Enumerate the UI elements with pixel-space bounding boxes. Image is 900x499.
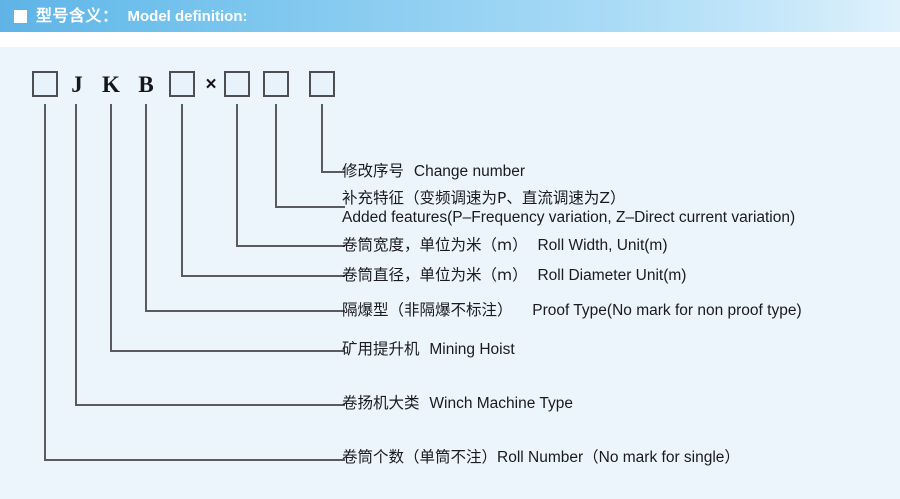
empty-box-icon	[263, 71, 289, 97]
code-letter-b: B	[133, 70, 159, 98]
legend-en: Winch Machine Type	[429, 395, 573, 412]
empty-box-icon	[309, 71, 335, 97]
legend-item-mining-hoist: 矿用提升机 Mining Hoist	[342, 340, 515, 359]
section-header-bar: 型号含义： Model definition:	[0, 0, 900, 32]
legend-text-roll-width: 卷筒宽度，单位为米（m） Roll Width, Unit(m)	[342, 236, 668, 255]
legend-text-change-number: 修改序号 Change number	[342, 162, 525, 181]
legend-en: Roll Diameter Unit(m)	[537, 267, 687, 284]
legend-cn: 卷筒直径，单位为米（m）	[342, 266, 528, 284]
multiply-icon: ×	[205, 73, 217, 95]
legend-text-added-features: 补充特征（变频调速为P、直流调速为Z）	[342, 189, 795, 208]
legend-cn: 卷扬机大类	[342, 394, 420, 412]
legend-cn: 卷筒个数（单筒不注）	[342, 448, 498, 466]
code-letter-text: B	[138, 71, 154, 97]
legend-en: Change number	[413, 163, 526, 180]
legend-en: Roll Width, Unit(m)	[537, 237, 668, 254]
legend-cn: 卷筒宽度，单位为米（m）	[342, 236, 528, 254]
legend-item-added-features: 补充特征（变频调速为P、直流调速为Z） Added features(P–Fre…	[342, 189, 795, 227]
header-content: 型号含义： Model definition:	[14, 0, 248, 32]
code-multiply-sign: ×	[200, 70, 222, 98]
legend-text-roll-diameter: 卷筒直径，单位为米（m） Roll Diameter Unit(m)	[342, 266, 686, 285]
legend-item-roll-diameter: 卷筒直径，单位为米（m） Roll Diameter Unit(m)	[342, 266, 686, 285]
legend-en: Roll Number（No mark for single）	[497, 449, 740, 466]
legend-item-winch-machine-type: 卷扬机大类 Winch Machine Type	[342, 394, 573, 413]
square-bullet-icon	[14, 9, 27, 23]
legend-en: Proof Type(No mark for non proof type)	[532, 302, 802, 319]
code-box-roll-number	[31, 70, 59, 98]
header-title-en: Model definition:	[127, 7, 248, 25]
legend-cn: 隔爆型（非隔爆不标注）	[342, 301, 513, 319]
legend-cn: 补充特征（变频调速为P、直流调速为Z）	[342, 189, 626, 207]
code-box-proof-type	[168, 70, 196, 98]
code-box-roll-diameter	[223, 70, 251, 98]
code-letter-k: K	[98, 70, 124, 98]
code-letter-text: K	[102, 71, 120, 97]
legend-text-mining-hoist: 矿用提升机 Mining Hoist	[342, 340, 515, 359]
code-box-roll-width	[262, 70, 290, 98]
legend-text-winch-machine-type: 卷扬机大类 Winch Machine Type	[342, 394, 573, 413]
code-letter-text: J	[71, 71, 83, 97]
empty-box-icon	[224, 71, 250, 97]
legend-en: Mining Hoist	[429, 341, 515, 358]
legend-cn: 矿用提升机	[342, 340, 420, 358]
header-title-cn: 型号含义：	[36, 6, 119, 25]
legend-cn: 修改序号	[342, 162, 405, 180]
legend-item-roll-width: 卷筒宽度，单位为米（m） Roll Width, Unit(m)	[342, 236, 668, 255]
empty-box-icon	[169, 71, 195, 97]
legend-text-roll-number: 卷筒个数（单筒不注）Roll Number（No mark for single…	[342, 448, 740, 467]
legend-item-change-number: 修改序号 Change number	[342, 162, 525, 181]
code-letter-j: J	[64, 70, 90, 98]
legend-item-proof-type: 隔爆型（非隔爆不标注） Proof Type(No mark for non p…	[342, 301, 802, 320]
empty-box-icon	[32, 71, 58, 97]
model-code-row: J K B ×	[0, 70, 360, 100]
code-box-change-number	[308, 70, 336, 98]
legend-text-proof-type: 隔爆型（非隔爆不标注） Proof Type(No mark for non p…	[342, 301, 802, 320]
legend-subtext-added-features: Added features(P–Frequency variation, Z–…	[342, 209, 796, 226]
legend-item-roll-number: 卷筒个数（单筒不注）Roll Number（No mark for single…	[342, 448, 740, 467]
